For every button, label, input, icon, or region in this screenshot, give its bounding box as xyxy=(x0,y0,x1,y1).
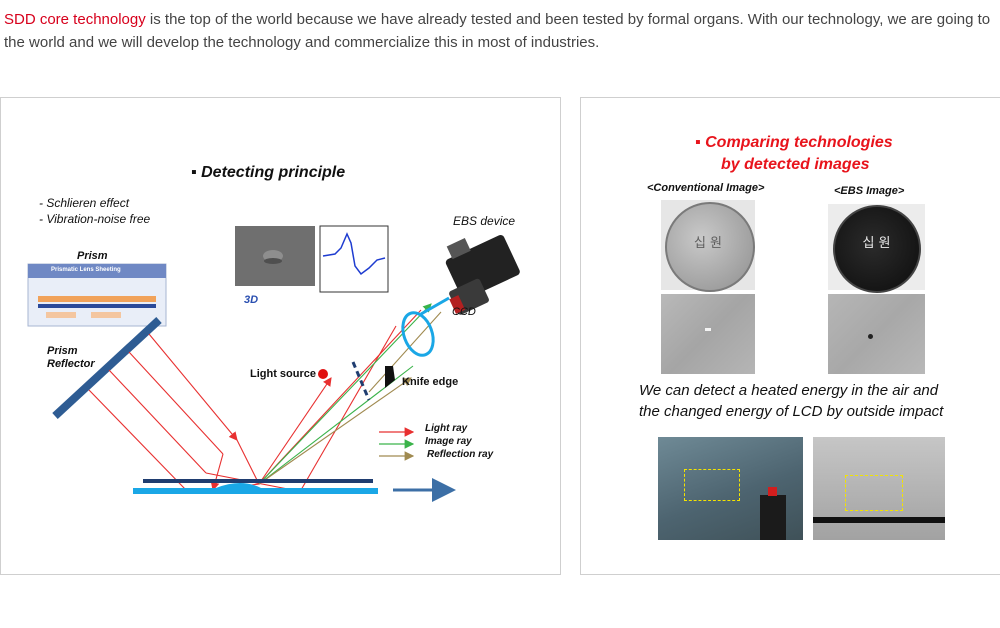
compare-title-line1: ▪ Comparing technologies xyxy=(695,134,893,151)
heated-air-image xyxy=(658,437,803,540)
description-line1: We can detect a heated energy in the air… xyxy=(639,382,939,399)
legend-image-ray: Image ray xyxy=(425,436,472,447)
ebs-camera xyxy=(445,235,520,315)
compare-title-line2: by detected images xyxy=(721,156,870,173)
prism-sheet-title: Prismatic Lens Sheeting xyxy=(51,267,121,273)
effect-vibration: - Vibration-noise free xyxy=(39,212,151,226)
detecting-principle-panel: ▪ Detecting principle - Schlieren effect… xyxy=(0,97,561,575)
prism-reflector xyxy=(52,317,162,419)
legend-reflection-ray: Reflection ray xyxy=(427,449,494,460)
slit xyxy=(351,361,371,401)
conventional-label: <Conventional Image> xyxy=(647,182,765,194)
legend-light-ray: Light ray xyxy=(425,423,468,434)
ebs-label: <EBS Image> xyxy=(834,185,905,197)
prism-label: Prism xyxy=(77,250,108,262)
intro-paragraph: SDD core technology is the top of the wo… xyxy=(4,8,998,54)
label-3d: 3D xyxy=(244,294,259,306)
knife-edge-label: Knife edge xyxy=(402,376,459,388)
principle-title: ▪ Detecting principle xyxy=(191,164,346,181)
conventional-coin-image: 십 원 xyxy=(661,200,755,292)
conventional-texture-image xyxy=(661,294,755,374)
reflector-label: Prism Reflector xyxy=(47,345,95,370)
conventional-coin-text: 십 원 xyxy=(693,236,723,251)
intro-text: is the top of the world because we have … xyxy=(4,11,991,51)
intro-highlight: SDD core technology xyxy=(4,11,146,28)
ebs-texture-image xyxy=(828,294,925,374)
glass-surface xyxy=(143,479,373,483)
comparing-technologies-panel: ▪ Comparing technologies by detected ima… xyxy=(580,97,1000,575)
ebs-coin-image: 십 원 xyxy=(828,204,925,293)
lcd-surface xyxy=(133,488,378,494)
ccd-label: CCD xyxy=(452,306,476,318)
principle-diagram xyxy=(27,225,520,502)
lcd-impact-image xyxy=(813,437,945,540)
effect-schlieren: - Schlieren effect xyxy=(39,196,130,210)
light-source-label: Light source xyxy=(250,368,317,380)
light-source-dot xyxy=(318,369,328,379)
ebs-coin-text: 십 원 xyxy=(862,236,891,251)
description-line2: the changed energy of LCD by outside imp… xyxy=(639,403,944,420)
ebs-device-label: EBS device xyxy=(453,214,516,228)
knife-edge-shape xyxy=(385,366,395,388)
ccd-lens xyxy=(401,311,435,357)
